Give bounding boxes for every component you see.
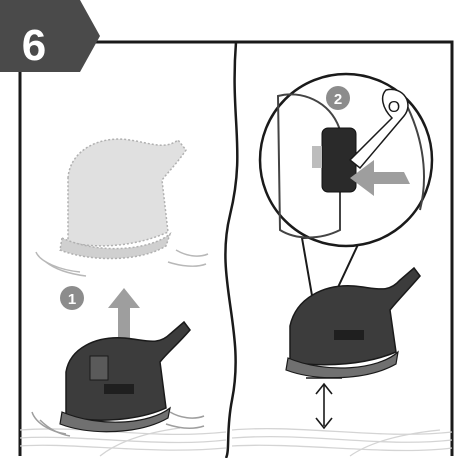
sander-raised: [286, 268, 420, 378]
callout-2-number: 2: [334, 91, 342, 108]
step-badge: 6: [0, 0, 100, 72]
callout-1-number: 1: [68, 291, 76, 308]
double-arrow-icon: [306, 378, 342, 428]
callout-1: 1: [60, 286, 84, 310]
step-number: 6: [22, 21, 46, 70]
floor-surface: [20, 428, 452, 456]
panel-divider: [225, 42, 237, 458]
up-arrow-icon: [108, 288, 140, 338]
lock-symbol-text: O: [388, 99, 400, 116]
sander-on-floor: [60, 322, 190, 432]
lifted-sander-ghost: [60, 139, 186, 259]
